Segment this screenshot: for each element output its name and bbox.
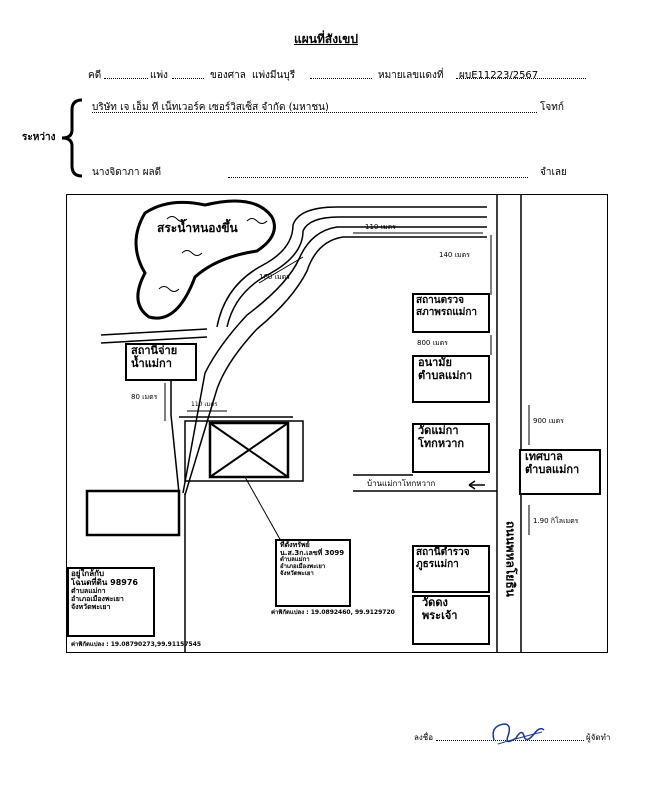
case-type: แพ่ง xyxy=(150,70,168,81)
health-center-box: อนามัย ตำบลแม่กา xyxy=(412,355,490,403)
defendant-role: จำเลย xyxy=(540,167,567,178)
dist-190: 1.90 กิโลเมตร xyxy=(533,517,579,525)
plaintiff-name: บริษัท เจ เอ็ม ที เน็ทเวอร์ค เซอร์วิสเซ็… xyxy=(92,102,329,113)
court-name: แพ่งมีนบุรี xyxy=(252,70,296,81)
dist-110-mid: 110 เมตร xyxy=(191,401,218,408)
municipality-box: เทศบาล ตำบลแม่กา xyxy=(519,449,601,495)
dist-800: 800 เมตร xyxy=(417,339,448,347)
map-lines xyxy=(85,195,530,652)
highway-label: ถนนพหลโยธิน xyxy=(503,521,518,597)
water-station-box: สถานีจ่าย น้ำแม่กา xyxy=(125,343,197,381)
plaintiff-role: โจทก์ xyxy=(540,102,564,113)
temple-2-box: วัดดง พระเจ้า xyxy=(412,595,490,645)
between-label: ระหว่าง xyxy=(22,132,56,143)
red-number: ผบE11223/2567 xyxy=(459,70,539,81)
maker-label: ผู้จัดทำ xyxy=(586,733,611,742)
sketch-map: สระน้ำหนองขึ้น สถานีจ่าย น้ำแม่กา สถานตร… xyxy=(66,194,608,653)
dist-160: 160 เมตร xyxy=(259,273,290,281)
brace-icon xyxy=(61,98,83,178)
dist-140: 140 เมตร xyxy=(439,251,470,259)
village-road-label: บ้านแม่กาโทกหวาก xyxy=(367,479,436,488)
dist-900: 900 เมตร xyxy=(533,417,564,425)
page-title: แผนที่สังเขป xyxy=(294,32,358,46)
dist-110-top: 110 เมตร xyxy=(365,223,396,231)
property-coords: ค่าพิกัดแปลง : 19.0892460, 99.9129720 xyxy=(271,609,395,616)
temple-1-box: วัดแม่กา โทกหวาก xyxy=(412,423,490,473)
adjacent-coords: ค่าพิกัดแปลง : 19.08790273,99.91157545 xyxy=(71,641,202,648)
police-box: สถานีตำรวจ ภูธรแม่กา xyxy=(412,545,490,593)
dist-80: 80 เมตร xyxy=(131,393,158,401)
court-label: ของศาล xyxy=(210,70,246,81)
case-label: คดี xyxy=(88,70,102,81)
red-number-label: หมายเลขแดงที่ xyxy=(378,70,444,81)
defendant-name: นางจิดาภา ผลดี xyxy=(92,167,162,178)
sign-label: ลงชื่อ xyxy=(414,733,434,742)
vehicle-station-box: สถานตรวจ สภาพรถแม่กา xyxy=(412,293,490,333)
adjacent-parcel-label-box: อยู่ใกล้กับ โฉนดที่ดิน 98976 ตำบลแม่กา อ… xyxy=(67,567,155,637)
signature-image xyxy=(492,723,545,745)
property-label-box: ที่ตั้งทรัพย์ น.ส.3ก.เลขที่ 3099 ตำบลแม่… xyxy=(275,539,351,607)
swamp-label: สระน้ำหนองขึ้น xyxy=(157,221,238,235)
